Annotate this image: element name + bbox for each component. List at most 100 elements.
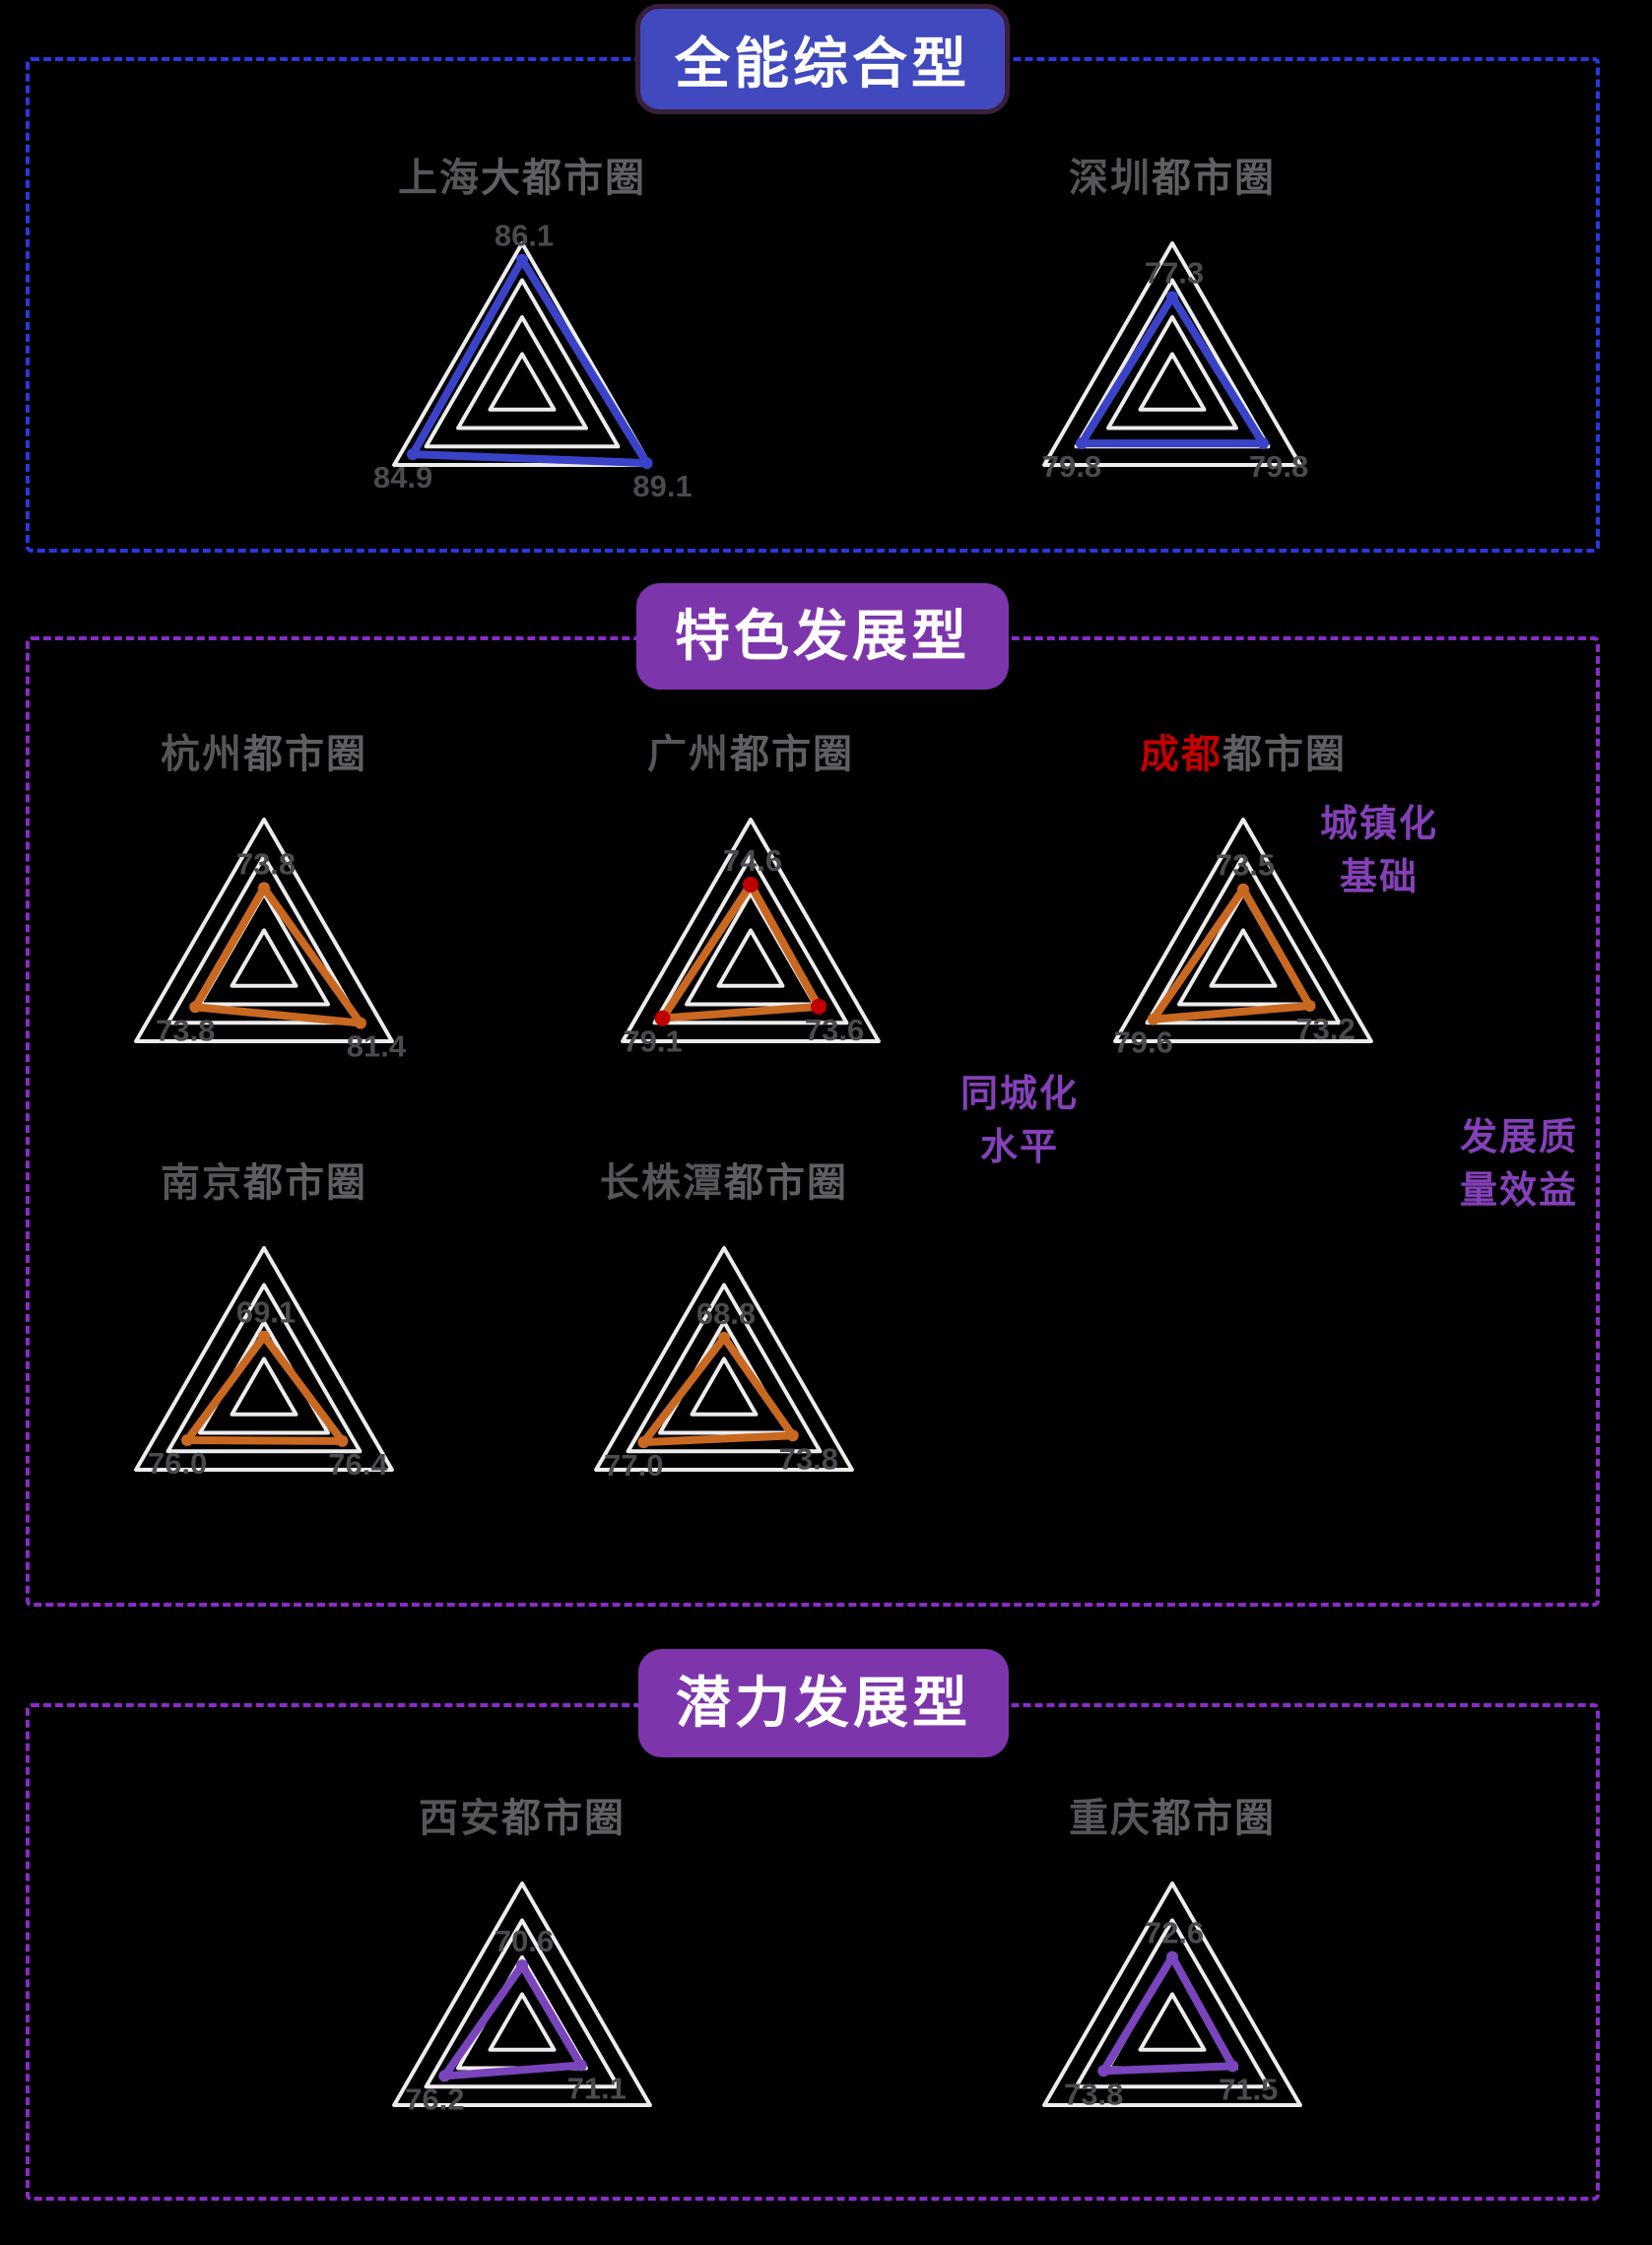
value-label-top: 72.6 <box>1145 1916 1204 1950</box>
value-label-bottom-right: 79.8 <box>1249 449 1308 484</box>
chart-title-xian: 西安都市圈 <box>325 1786 719 1843</box>
grid-triangle <box>1138 1992 1207 2052</box>
data-point <box>189 1001 202 1014</box>
data-point <box>1166 291 1178 303</box>
data-point <box>181 1434 194 1446</box>
data-point <box>354 1017 366 1029</box>
grid-triangle <box>165 1283 363 1454</box>
grid-triangle <box>626 1283 823 1454</box>
value-label-bottom-right: 71.1 <box>567 2072 627 2106</box>
grid-triangle <box>134 1246 394 1472</box>
data-point <box>1097 2065 1110 2078</box>
chart-title-rest: 都市圈 <box>730 733 854 776</box>
value-label-bottom-right: 89.1 <box>632 469 692 503</box>
grid-triangle <box>690 1356 759 1417</box>
data-polygon <box>1099 1952 1237 2076</box>
data-point <box>1166 1950 1178 1963</box>
data-point <box>637 1436 650 1449</box>
axis-label-line: 量效益 <box>1459 1170 1578 1212</box>
data-point <box>743 877 759 892</box>
grid-triangle <box>1042 241 1302 467</box>
grid-triangle <box>456 315 588 430</box>
grid-triangle <box>652 854 849 1025</box>
data-point <box>258 882 270 894</box>
grid-triangle <box>230 1356 298 1417</box>
axis-label-line: 基础 <box>1339 857 1419 898</box>
chart-title-rest: 大都市圈 <box>481 157 646 200</box>
data-point <box>786 1429 799 1442</box>
grid-triangle <box>1145 854 1342 1025</box>
grid-triangle <box>424 1918 621 2089</box>
value-label-bottom-left: 79.8 <box>1042 449 1101 484</box>
data-point <box>654 1010 671 1026</box>
chart-title-rest: 都市圈 <box>243 1161 367 1205</box>
chart-title-city: 深圳 <box>1069 157 1152 200</box>
data-point <box>811 998 827 1015</box>
chart-title-rest: 都市圈 <box>501 1797 626 1840</box>
data-polygon <box>183 1332 347 1445</box>
data-point <box>258 1330 270 1343</box>
chart-title-rest: 都市圈 <box>1152 157 1276 200</box>
chart-title-city: 杭州 <box>161 733 243 776</box>
data-point <box>1303 1000 1316 1012</box>
grid-triangle <box>488 1992 557 2052</box>
data-point <box>438 2070 451 2082</box>
grid-triangle <box>392 1882 652 2107</box>
chart-title-shenzhen: 深圳都市圈 <box>975 146 1369 203</box>
data-polygon <box>440 1961 585 2080</box>
axis-label-integration-level: 同城化 水平 <box>921 1068 1118 1174</box>
axis-label-development-quality: 发展质 量效益 <box>1421 1111 1618 1218</box>
value-label-bottom-right: 71.5 <box>1219 2072 1278 2106</box>
grid-triangle <box>594 1246 854 1472</box>
data-point <box>336 1434 349 1447</box>
grid-triangle <box>1209 928 1278 988</box>
value-label-top: 68.8 <box>696 1296 756 1331</box>
grid-triangle <box>424 278 621 449</box>
chart-title-chongqing: 重庆都市圈 <box>975 1786 1369 1843</box>
value-label-bottom-left: 77.0 <box>604 1448 663 1483</box>
data-point <box>1237 883 1249 895</box>
chart-title-city: 上海 <box>398 157 481 200</box>
value-label-bottom-left: 73.8 <box>156 1013 215 1047</box>
value-label-bottom-right: 73.2 <box>1295 1012 1355 1046</box>
chart-title-chengdu: 成都都市圈 <box>1046 722 1440 779</box>
chart-title-nanjing: 南京都市圈 <box>67 1151 461 1208</box>
chart-title-rest: 都市圈 <box>724 1161 848 1205</box>
data-point <box>1147 1013 1159 1025</box>
chart-title-city: 成都 <box>1140 733 1222 776</box>
data-polygon <box>409 255 651 468</box>
value-label-top: 86.1 <box>495 219 554 253</box>
chart-title-rest: 都市圈 <box>1222 733 1347 776</box>
grid-triangle <box>165 854 363 1025</box>
chart-title-guangzhou: 广州都市圈 <box>554 722 948 779</box>
chart-title-city: 西安 <box>419 1797 501 1840</box>
chart-title-city: 广州 <box>647 733 730 776</box>
value-label-bottom-left: 79.1 <box>623 1024 682 1059</box>
data-point <box>516 1959 528 1972</box>
value-label-top: 70.6 <box>495 1924 554 1958</box>
data-point <box>1075 437 1088 450</box>
data-point <box>1226 2060 1239 2073</box>
chart-title-city: 长株潭 <box>600 1161 724 1205</box>
section-title-all-round: 全能综合型 <box>635 4 1010 114</box>
value-label-top: 69.1 <box>236 1295 296 1330</box>
chart-title-city: 南京 <box>161 1161 243 1205</box>
data-point <box>1257 437 1270 450</box>
grid-triangle <box>134 818 394 1043</box>
chart-title-shanghai: 上海大都市圈 <box>325 146 719 203</box>
grid-triangle <box>621 818 881 1043</box>
grid-triangle <box>1138 352 1207 412</box>
